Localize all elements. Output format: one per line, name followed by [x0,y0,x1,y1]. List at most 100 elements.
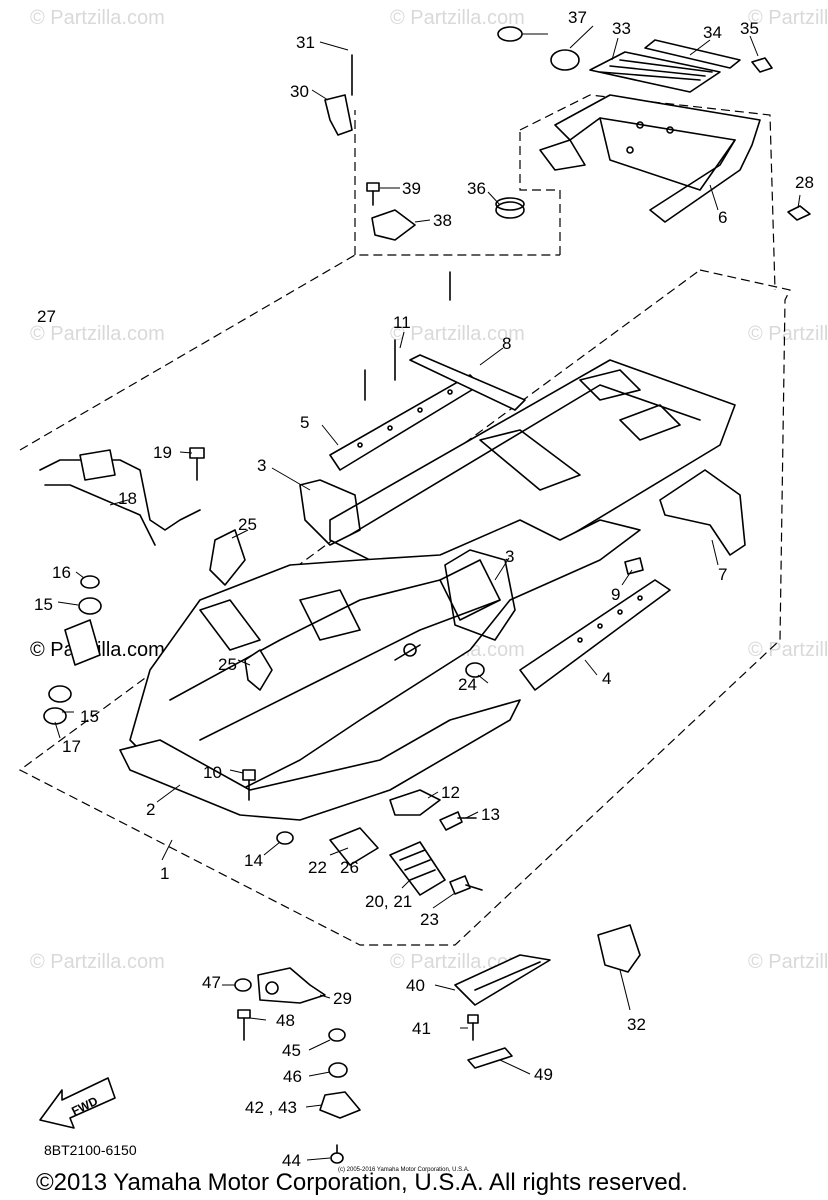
bracket-38 [371,209,416,241]
watermark: © Partzilla.com [748,323,828,345]
assembly-outline [18,94,791,946]
callout-label: 19 [153,443,172,462]
grommet-37 [497,26,580,71]
callout-label: 46 [283,1067,302,1086]
callout-label: 26 [340,858,359,877]
bolt-23 [449,875,483,895]
callout-label: 34 [703,23,722,42]
bracket-29 [257,967,326,1004]
callout-label: 9 [611,585,620,604]
callout-label: 32 [627,1015,646,1034]
callout-label: 25 [218,655,237,674]
washer-47 [234,978,252,992]
watermark: © Partzilla.com [390,323,525,345]
watermark: © Partzilla.com [30,7,165,29]
callout-label: 45 [282,1041,301,1060]
bolt-13 [439,811,477,831]
callout-label: 49 [534,1065,553,1084]
copyright: ©2013 Yamaha Motor Corporation, U.S.A. A… [36,1169,688,1196]
leader-lines [54,25,801,1161]
callout-label: 20, 21 [365,892,412,911]
callout-label: 3 [257,456,266,475]
bolt-44 [330,1144,344,1164]
strip-49 [467,1047,513,1069]
bumper-18 [39,449,201,546]
bracket-7 [659,469,746,556]
callouts: 1 2 3 3 4 5 6 7 8 9 10 11 12 13 14 15 15… [34,8,814,1170]
strip-34 [644,39,741,69]
watermark: © Partzilla.com [748,951,828,973]
callout-label: 44 [282,1151,301,1170]
callout-label: 39 [402,179,421,198]
bushing-12 [389,789,441,816]
callout-label: 18 [118,489,137,508]
damper-36 [495,197,525,219]
callout-label: 23 [420,910,439,929]
callout-label: 15 [80,707,99,726]
watermark: © Partzilla.com [748,639,828,661]
plate-40 [454,954,551,1006]
bracket-30 [324,54,353,136]
callout-label: 8 [502,334,511,353]
callout-label: 29 [333,989,352,1008]
damper-20-21 [389,841,446,896]
callout-label: 10 [203,763,222,782]
bolt-11 [364,339,396,401]
callout-label: 7 [718,565,727,584]
nut-45-46 [328,1028,348,1078]
clip-28 [787,205,811,221]
frame-1 [119,359,736,821]
callout-label: 17 [62,737,81,756]
callout-label: 2 [146,800,155,819]
callout-label: 38 [433,211,452,230]
plate-42-43 [319,1091,361,1119]
callout-label: 6 [718,208,727,227]
bolt-48 [237,1009,251,1041]
callout-label: 47 [202,973,221,992]
callout-label: 48 [276,1011,295,1030]
seat-bracket-6 [539,94,761,223]
watermark: © Partzilla.com [390,7,525,29]
callout-label: 1 [160,864,169,883]
pad-32 [597,924,641,973]
nut-24 [465,662,485,678]
callout-label: 40 [406,976,425,995]
callout-label: 37 [568,8,587,27]
callout-label: 5 [300,413,309,432]
bolt-41 [467,1014,479,1041]
fwd-arrow: FWD [39,1077,116,1129]
callout-label: 15 [34,595,53,614]
callout-label: 36 [467,179,486,198]
parts-15-17 [43,575,102,725]
rail-4 [519,579,671,691]
callout-label: 24 [458,675,477,694]
callout-label: 25 [238,515,257,534]
seat-pad-33 [589,51,721,93]
callout-label: 14 [244,851,263,870]
bolt-9 [624,557,644,575]
callout-label: 31 [296,33,315,52]
callout-label: 16 [52,563,71,582]
diagram-code: 8BT2100-6150 [44,1142,137,1158]
fine-print: (c) 2005-2016 Yamaha Motor Corporation, … [338,1167,470,1173]
handle-3-right [444,549,516,641]
callout-label: 11 [393,313,411,332]
spacer-14 [276,831,294,845]
callout-label: 13 [481,805,500,824]
callout-label: 28 [795,173,814,192]
callout-label: 30 [290,82,309,101]
rail-8 [409,271,526,411]
clip-35 [751,57,773,73]
bolt-10 [242,769,256,801]
handle-3-left [299,479,361,546]
callout-label: 3 [505,547,514,566]
watermark: © Partzilla.com [30,323,165,345]
callout-label: 42 , 43 [245,1098,297,1117]
callout-label: 35 [740,19,759,38]
callout-label: 22 [308,858,327,877]
callout-label: 4 [602,669,611,688]
plate-22-26 [329,827,379,866]
callout-label: 41 [412,1019,431,1038]
guard-25 [209,529,273,691]
